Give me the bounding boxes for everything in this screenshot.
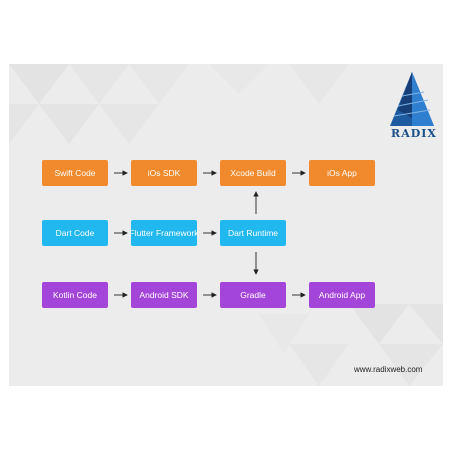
brand-name: RADIX xyxy=(391,127,437,140)
node-flutter-framework: Flutter Framework xyxy=(130,220,198,246)
radix-logo-icon xyxy=(388,70,436,130)
node-swift-code: Swift Code xyxy=(42,160,108,186)
node-ios-sdk: iOs SDK xyxy=(131,160,197,186)
node-dart-code: Dart Code xyxy=(42,220,108,246)
node-gradle: Gradle xyxy=(220,282,286,308)
website-url: www.radixweb.com xyxy=(354,365,423,374)
diagram-canvas xyxy=(9,64,443,386)
node-android-app: Android App xyxy=(309,282,375,308)
background-triangle-pattern xyxy=(9,64,443,386)
node-ios-app: iOs App xyxy=(309,160,375,186)
node-xcode-build: Xcode Build xyxy=(220,160,286,186)
node-dart-runtime: Dart Runtime xyxy=(220,220,286,246)
node-android-sdk: Android SDK xyxy=(131,282,197,308)
node-kotlin-code: Kotlin Code xyxy=(42,282,108,308)
